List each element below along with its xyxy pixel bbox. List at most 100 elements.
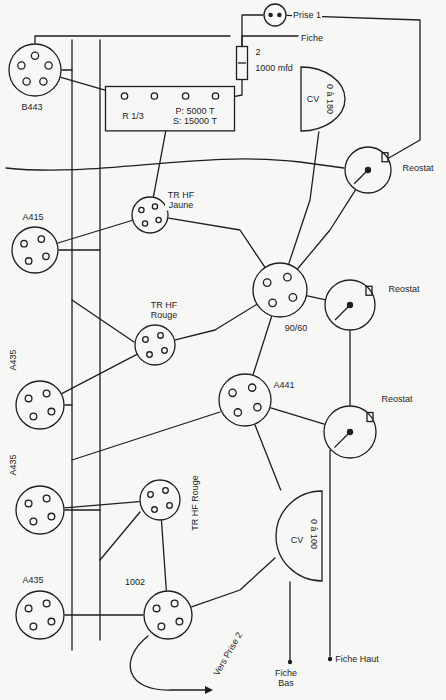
shape-outline bbox=[323, 405, 377, 459]
socket-pin bbox=[229, 389, 236, 396]
socket-pin bbox=[263, 279, 271, 287]
socket-pin bbox=[234, 409, 241, 416]
part-label: CV bbox=[306, 94, 321, 104]
wire bbox=[65, 509, 100, 510]
wire bbox=[242, 36, 298, 46]
wire bbox=[175, 305, 256, 340]
wire bbox=[329, 450, 330, 656]
socket-pin bbox=[43, 253, 49, 259]
socket-outline bbox=[132, 197, 168, 233]
plug-pin bbox=[278, 13, 281, 16]
rheostat-outline bbox=[324, 406, 376, 458]
arrow-terminal bbox=[205, 686, 213, 694]
shape-outline bbox=[139, 479, 181, 521]
part-label: 0 à 100 bbox=[309, 518, 319, 550]
rheostat: Reostat bbox=[323, 405, 377, 459]
wire bbox=[62, 355, 136, 394]
shape-outline bbox=[236, 46, 248, 80]
part-label: Prise 1 bbox=[292, 10, 322, 20]
plug-pin bbox=[269, 13, 272, 16]
wire bbox=[61, 77, 105, 90]
socket-outline bbox=[144, 591, 192, 639]
socket-pin bbox=[25, 258, 31, 264]
part-label: A435 bbox=[8, 348, 18, 371]
rheostat-terminal bbox=[366, 286, 372, 295]
part-label: A441 bbox=[272, 380, 295, 390]
terminal bbox=[288, 660, 292, 664]
rheostat-axis bbox=[348, 303, 353, 308]
wire bbox=[58, 221, 132, 244]
wire bbox=[6, 159, 344, 170]
tube-socket: A435 bbox=[15, 590, 65, 640]
wire bbox=[62, 69, 72, 70]
part-label: B443 bbox=[20, 102, 43, 112]
socket-outline bbox=[16, 381, 64, 429]
tube-socket: B443 bbox=[8, 43, 62, 97]
terminal bbox=[182, 93, 188, 99]
shape-outline bbox=[143, 590, 193, 640]
plug-outline bbox=[264, 4, 286, 26]
rheostat-terminal bbox=[367, 413, 373, 422]
socket-pin bbox=[30, 518, 37, 525]
wire bbox=[65, 502, 139, 508]
shape-outline bbox=[15, 590, 65, 640]
terminal bbox=[328, 657, 332, 661]
shape-outline bbox=[131, 196, 169, 234]
socket-pin bbox=[142, 221, 147, 226]
socket-pin bbox=[30, 413, 37, 420]
socket-pin bbox=[45, 62, 52, 69]
wire bbox=[65, 614, 143, 615]
socket-outline bbox=[16, 591, 64, 639]
socket-pin bbox=[148, 492, 154, 498]
wire bbox=[253, 317, 271, 375]
socket-pin bbox=[171, 600, 178, 607]
shape-outline bbox=[218, 373, 272, 427]
tube-socket: A435 bbox=[15, 485, 65, 535]
socket-pin bbox=[43, 495, 50, 502]
wire bbox=[35, 36, 230, 43]
rheostat-axis bbox=[348, 430, 353, 435]
wire bbox=[271, 408, 324, 424]
rheostat-wiper bbox=[335, 305, 350, 320]
wire bbox=[162, 521, 167, 590]
wire bbox=[100, 512, 140, 560]
shape-outline bbox=[344, 146, 392, 194]
shape-outline bbox=[252, 262, 308, 318]
shape-outline bbox=[324, 279, 376, 331]
socket-pin bbox=[289, 294, 297, 302]
socket-pin bbox=[30, 623, 37, 630]
transformer: R 1/3P: 5000 T S: 15000 T bbox=[105, 86, 235, 131]
part-label: R 1/3 bbox=[121, 111, 145, 121]
wire bbox=[255, 425, 281, 490]
capacitor: 21000 mfd bbox=[236, 46, 248, 80]
wire bbox=[307, 296, 324, 300]
socket-pin bbox=[249, 384, 256, 391]
terminal-label: Vers Prise 2 bbox=[211, 630, 245, 679]
wire bbox=[289, 132, 319, 263]
part-label: 0 à 180 bbox=[325, 83, 335, 115]
tube-socket: A441 bbox=[218, 373, 272, 427]
part-label: Reostat bbox=[401, 163, 434, 173]
tube-socket: A415 bbox=[11, 226, 59, 274]
socket-pin bbox=[167, 503, 173, 509]
socket-pin bbox=[284, 273, 292, 281]
part-label: A415 bbox=[21, 212, 44, 222]
terminal-label: Fiche Haut bbox=[334, 654, 380, 664]
shape-outline bbox=[263, 3, 287, 27]
socket-pin bbox=[139, 207, 144, 212]
socket-pin bbox=[40, 78, 47, 85]
part-label: A435 bbox=[8, 453, 18, 476]
socket-pin bbox=[25, 605, 32, 612]
terminal bbox=[151, 93, 157, 99]
terminal-label: Fiche Bas bbox=[271, 668, 301, 689]
rheostat-axis bbox=[366, 168, 371, 173]
rheostat-outline bbox=[345, 147, 391, 193]
wire bbox=[154, 131, 166, 196]
socket-pin bbox=[43, 390, 50, 397]
part-label: 90/60 bbox=[284, 323, 309, 333]
socket-pin bbox=[48, 408, 55, 415]
wire bbox=[349, 331, 350, 405]
socket-pin bbox=[176, 618, 183, 625]
terminal bbox=[212, 93, 218, 99]
